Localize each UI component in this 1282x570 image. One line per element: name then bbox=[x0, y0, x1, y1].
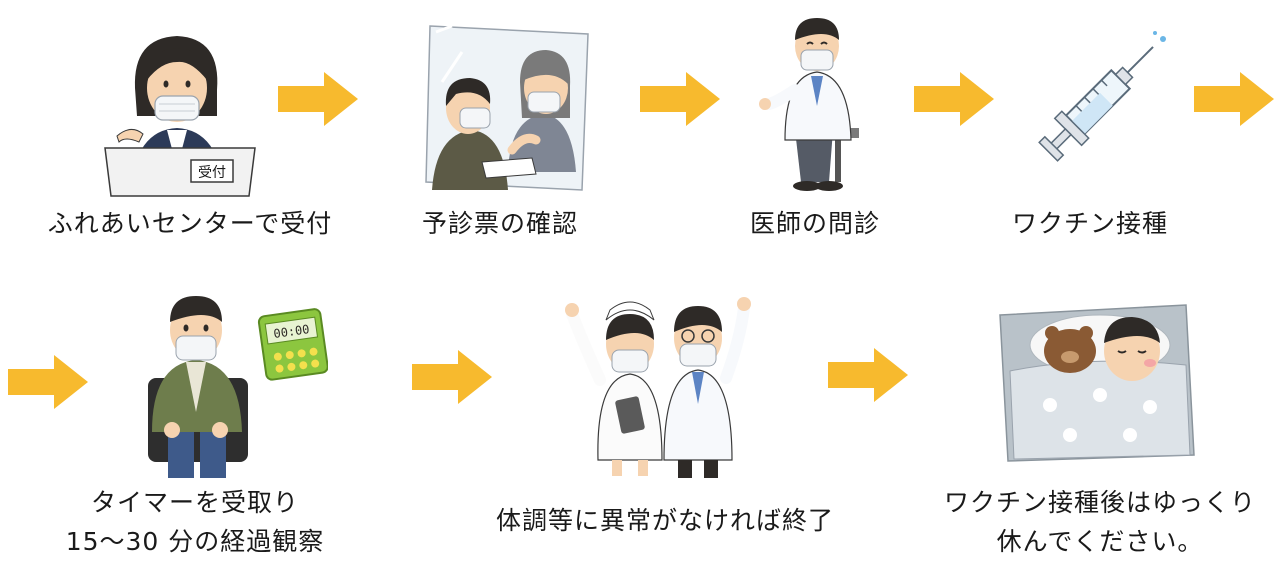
caption-line: 体調等に異常がなければ終了 bbox=[495, 506, 834, 535]
questionnaire-check-icon bbox=[412, 22, 590, 192]
syringe-icon bbox=[1025, 25, 1175, 175]
caption-observation: タイマーを受取り 15～30 分の経過観察 bbox=[55, 484, 335, 562]
caption-reception: ふれあいセンターで受付 bbox=[40, 205, 340, 244]
right-arrow-icon bbox=[278, 72, 358, 126]
resting-in-bed-icon bbox=[990, 295, 1200, 465]
timer-display-text: 00:00 bbox=[273, 322, 311, 341]
caption-line: 予診票の確認 bbox=[421, 209, 578, 238]
nurse-doctor-icon bbox=[560, 280, 760, 480]
right-arrow-icon bbox=[914, 72, 994, 126]
right-arrow-icon bbox=[412, 350, 492, 404]
caption-finish: 体調等に異常がなければ終了 bbox=[495, 502, 835, 541]
reception-sign-text: 受付 bbox=[198, 165, 226, 181]
caption-questionnaire: 予診票の確認 bbox=[400, 205, 600, 244]
caption-rest: ワクチン接種後はゆっくり 休んでください。 bbox=[930, 484, 1270, 562]
right-arrow-icon bbox=[1194, 72, 1274, 126]
seated-man-timer-icon: 00:00 bbox=[128, 282, 328, 482]
caption-line: 医師の問診 bbox=[749, 209, 880, 238]
caption-consultation: 医師の問診 bbox=[740, 205, 890, 244]
caption-line: 休んでください。 bbox=[996, 526, 1204, 556]
right-arrow-icon bbox=[640, 72, 720, 126]
caption-line: ワクチン接種後はゆっくり bbox=[943, 488, 1256, 517]
caption-vaccination: ワクチン接種 bbox=[1000, 205, 1180, 244]
receptionist-icon: 受付 bbox=[95, 18, 265, 198]
right-arrow-icon bbox=[8, 355, 88, 409]
caption-line: ワクチン接種 bbox=[1011, 209, 1168, 238]
caption-line: タイマーを受取り bbox=[90, 488, 299, 517]
caption-line: ふれあいセンターで受付 bbox=[47, 209, 333, 238]
right-arrow-icon bbox=[828, 348, 908, 402]
caption-line: 15～30 分の経過観察 bbox=[65, 526, 325, 556]
doctor-icon bbox=[755, 10, 870, 192]
